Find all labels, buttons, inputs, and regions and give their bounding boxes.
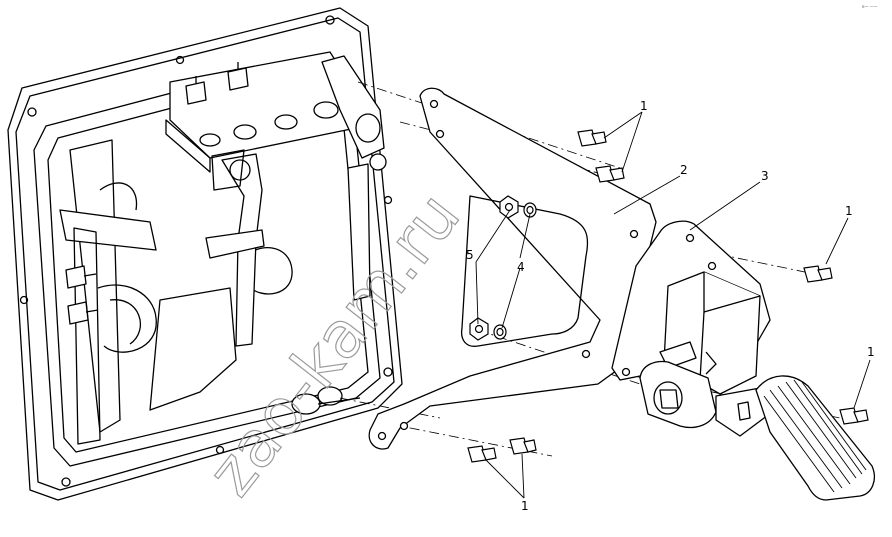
callout-3: 3 <box>761 169 769 183</box>
corner-mark: e— —— <box>862 4 878 9</box>
washer-icon <box>523 202 537 218</box>
callout-1-right-lower: 1 <box>867 345 875 359</box>
callout-2: 2 <box>680 163 688 177</box>
pedal-bracket <box>368 87 657 450</box>
bolt-icon <box>803 265 833 283</box>
bolt-icon <box>577 129 607 147</box>
nuts-and-washers <box>469 195 537 341</box>
washer-icon <box>493 324 507 340</box>
accelerator-pedal-module <box>639 271 875 501</box>
callout-1-right-upper: 1 <box>845 204 853 218</box>
nut-icon <box>499 195 519 219</box>
callout-labels: 1 2 3 1 5 4 1 1 <box>466 99 875 513</box>
bolt-icon <box>595 165 625 183</box>
bolt-icon <box>509 437 537 455</box>
leader-lines <box>475 111 871 499</box>
bolt-icon <box>467 445 497 463</box>
callout-1-top: 1 <box>640 99 648 113</box>
callout-5: 5 <box>466 248 474 262</box>
callout-1-bottom: 1 <box>521 499 529 513</box>
nut-icon <box>469 317 489 341</box>
panel-bolts-left <box>65 265 99 325</box>
mounting-panel <box>7 7 403 501</box>
bolt-icon <box>839 407 869 425</box>
bolts <box>467 129 869 463</box>
callout-4: 4 <box>517 260 525 274</box>
